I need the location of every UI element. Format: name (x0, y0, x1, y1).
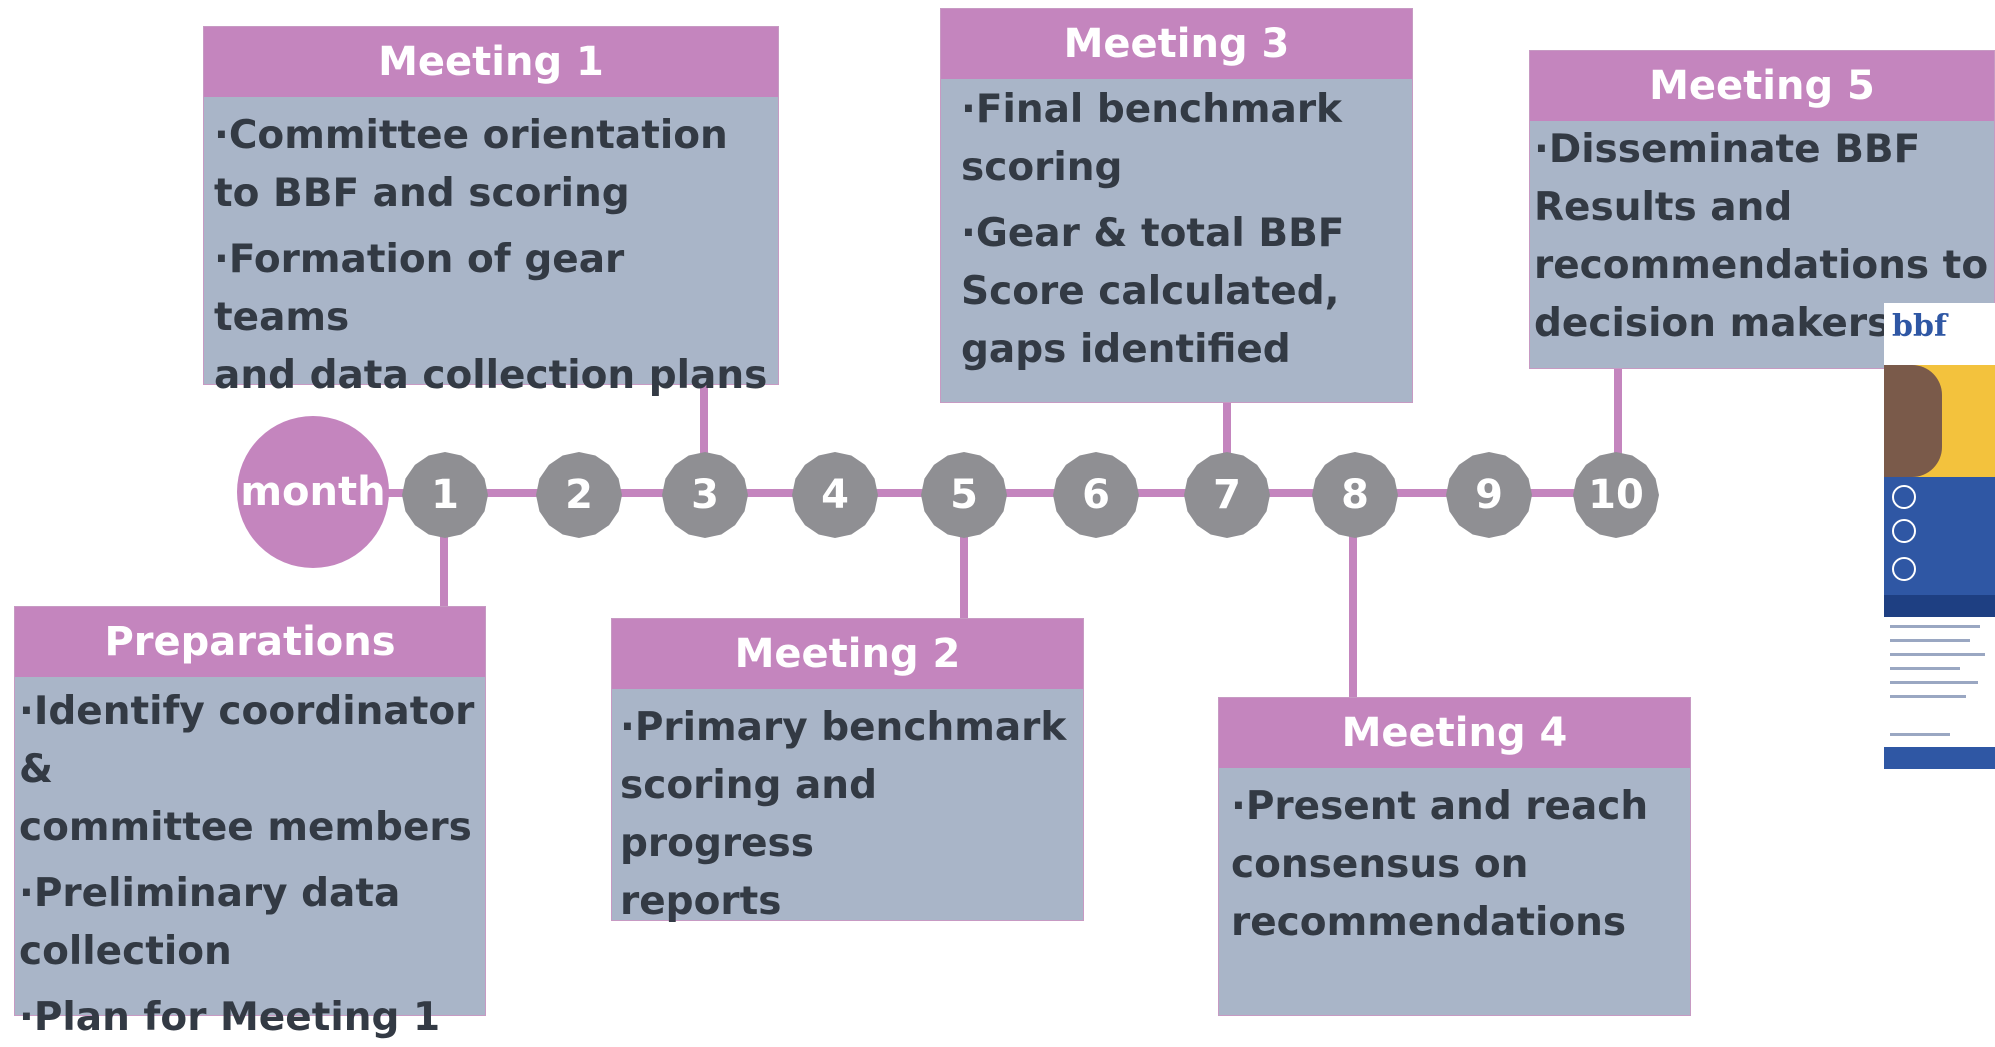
month-node-2: 2 (536, 452, 622, 538)
preparations-box: Preparations ·Identify coordinator & com… (14, 606, 486, 1040)
poster-photo (1884, 365, 1942, 477)
meeting4-title: Meeting 4 (1219, 698, 1690, 768)
meeting5-item-1: ·Disseminate BBF Results and recommendat… (1534, 127, 1989, 346)
meeting1-item-2: ·Formation of gear teams and data collec… (214, 237, 768, 398)
meeting5-box: Meeting 5 ·Disseminate BBF Results and r… (1529, 50, 1995, 369)
meeting2-item-1: ·Primary benchmark scoring and progress … (620, 705, 1067, 924)
bbf-poster-image: bbf (1884, 303, 1995, 769)
connector-meeting4 (1349, 532, 1357, 698)
connector-preparations (440, 532, 448, 606)
month-node-7: 7 (1184, 452, 1270, 538)
meeting5-title: Meeting 5 (1530, 51, 1994, 121)
meeting1-box: Meeting 1 ·Committee orientation to BBF … (203, 26, 779, 398)
meeting3-box: Meeting 3 ·Final benchmark scoring ·Gear… (940, 8, 1413, 403)
meeting4-box: Meeting 4 ·Present and reach consensus o… (1218, 697, 1691, 1016)
timeline-axis (380, 489, 1640, 497)
month-node-1: 1 (402, 452, 488, 538)
preparations-item-2: ·Preliminary data collection (19, 871, 401, 974)
meeting3-item-2: ·Gear & total BBF Score calculated, gaps… (961, 211, 1345, 372)
month-node-3: 3 (662, 452, 748, 538)
meeting3-item-1: ·Final benchmark scoring (961, 87, 1342, 190)
preparations-item-1: ·Identify coordinator & committee member… (19, 689, 475, 850)
connector-meeting1 (700, 382, 708, 462)
timeline-diagram: month 1 2 3 4 5 6 7 8 9 10 Meeting 1 ·Co… (14, 8, 1995, 1040)
meeting3-title: Meeting 3 (941, 9, 1412, 79)
bbf-poster-logo: bbf (1892, 309, 1947, 344)
preparations-title: Preparations (15, 607, 485, 677)
connector-meeting3 (1223, 400, 1231, 462)
meeting1-item-1: ·Committee orientation to BBF and scorin… (214, 113, 728, 216)
month-node-10: 10 (1573, 452, 1659, 538)
connector-meeting5 (1614, 368, 1622, 462)
month-start-circle: month (237, 416, 389, 568)
month-node-5: 5 (921, 452, 1007, 538)
month-node-6: 6 (1053, 452, 1139, 538)
meeting2-title: Meeting 2 (612, 619, 1083, 689)
meeting4-item-1: ·Present and reach consensus on recommen… (1231, 784, 1649, 945)
month-node-9: 9 (1446, 452, 1532, 538)
month-node-8: 8 (1312, 452, 1398, 538)
preparations-item-3: ·Plan for Meeting 1 (19, 995, 441, 1040)
connector-meeting2 (960, 532, 968, 618)
meeting2-box: Meeting 2 ·Primary benchmark scoring and… (611, 618, 1084, 924)
month-node-4: 4 (792, 452, 878, 538)
meeting1-title: Meeting 1 (204, 27, 778, 97)
